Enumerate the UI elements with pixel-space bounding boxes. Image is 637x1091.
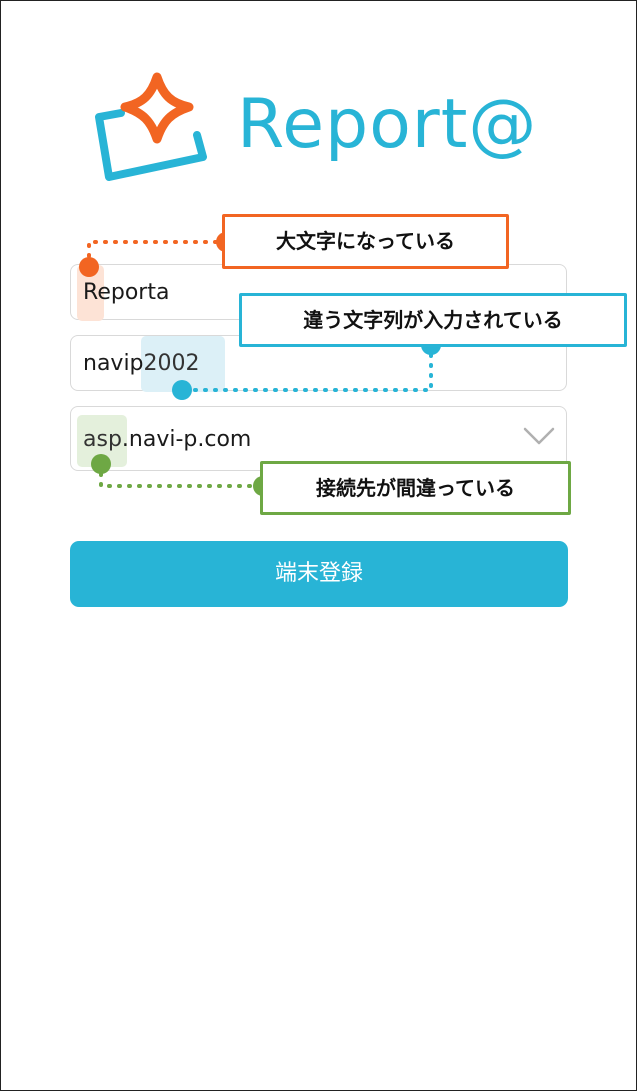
company-code-value: Reporta xyxy=(83,265,169,321)
server-rest: .navi-p.com xyxy=(121,427,252,452)
user-id-prefix: navip xyxy=(83,351,144,376)
server-value: asp.navi-p.com xyxy=(83,407,251,472)
company-code-rest: eporta xyxy=(97,280,170,305)
chevron-down-icon[interactable] xyxy=(522,425,556,447)
annotation-wrong-server: 接続先が間違っている xyxy=(260,461,571,515)
server-select[interactable]: asp.navi-p.com xyxy=(70,406,567,471)
user-id-highlight-chars: 2002 xyxy=(143,351,200,376)
company-code-highlight-char: R xyxy=(83,280,98,305)
logo-text: Report@ xyxy=(237,85,538,164)
user-id-value: navip2002 xyxy=(83,336,200,392)
logo-icon xyxy=(95,72,207,181)
register-device-button[interactable]: 端末登録 xyxy=(70,541,568,607)
annotation-different-chars: 違う文字列が入力されている xyxy=(239,293,627,347)
server-highlight-part: asp xyxy=(83,427,122,452)
annotation-uppercase: 大文字になっている xyxy=(222,214,509,269)
